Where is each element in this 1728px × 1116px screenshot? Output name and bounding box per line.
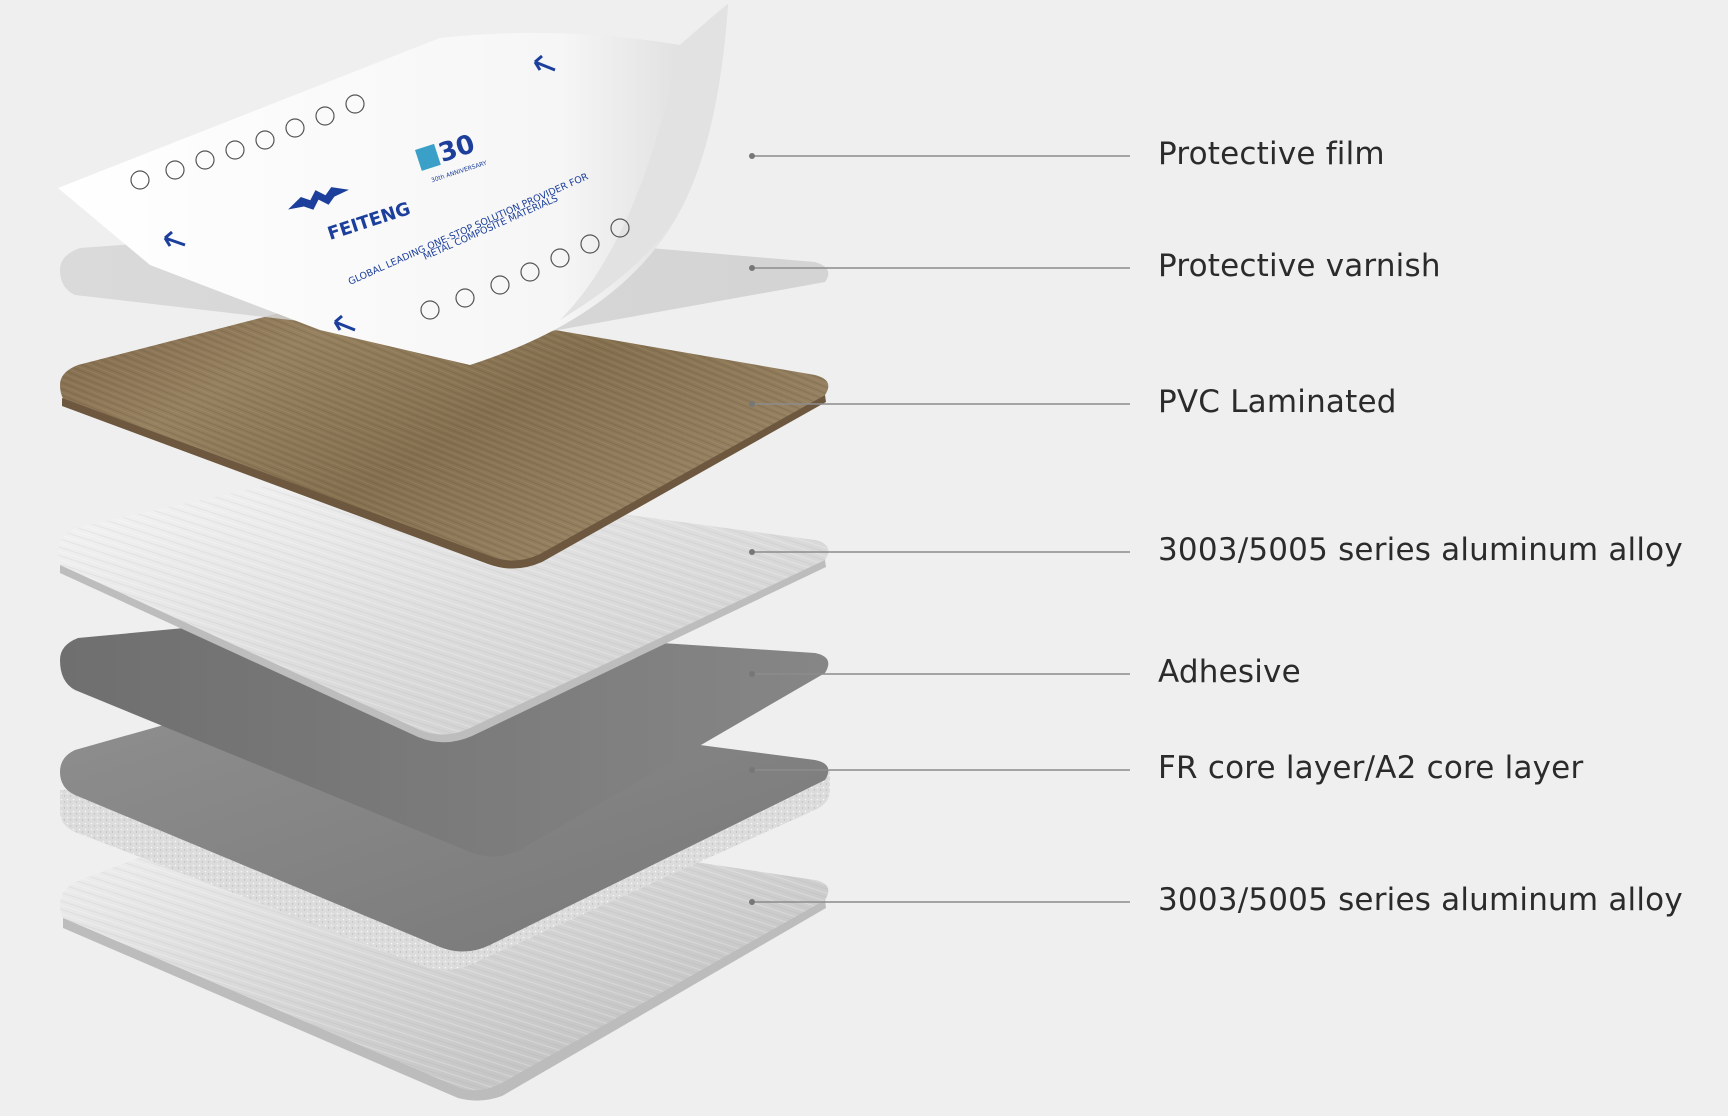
leader-lines bbox=[752, 155, 1130, 903]
certification-icons bbox=[130, 94, 630, 320]
label-adhesive: Adhesive bbox=[1158, 654, 1301, 690]
label-pvc-laminated: PVC Laminated bbox=[1158, 384, 1397, 420]
label-protective-film: Protective film bbox=[1158, 136, 1385, 172]
protective-film-sheet: FEITENG 30 30th ANNIVERSARY GLOBAL LEADI… bbox=[58, 4, 728, 365]
aluminum-alloy-top-sheet bbox=[58, 474, 829, 743]
leader-dots bbox=[749, 153, 755, 905]
pvc-laminated-sheet bbox=[60, 296, 829, 569]
peel-arrow-icons bbox=[163, 54, 556, 332]
label-aluminum-alloy-top: 3003/5005 series aluminum alloy bbox=[1158, 532, 1683, 568]
label-protective-varnish: Protective varnish bbox=[1158, 248, 1441, 284]
label-aluminum-alloy-bottom: 3003/5005 series aluminum alloy bbox=[1158, 882, 1683, 918]
feiteng-logo-icon bbox=[288, 187, 349, 210]
label-core-layer: FR core layer/A2 core layer bbox=[1158, 750, 1584, 786]
anniversary-badge-icon bbox=[415, 143, 441, 171]
